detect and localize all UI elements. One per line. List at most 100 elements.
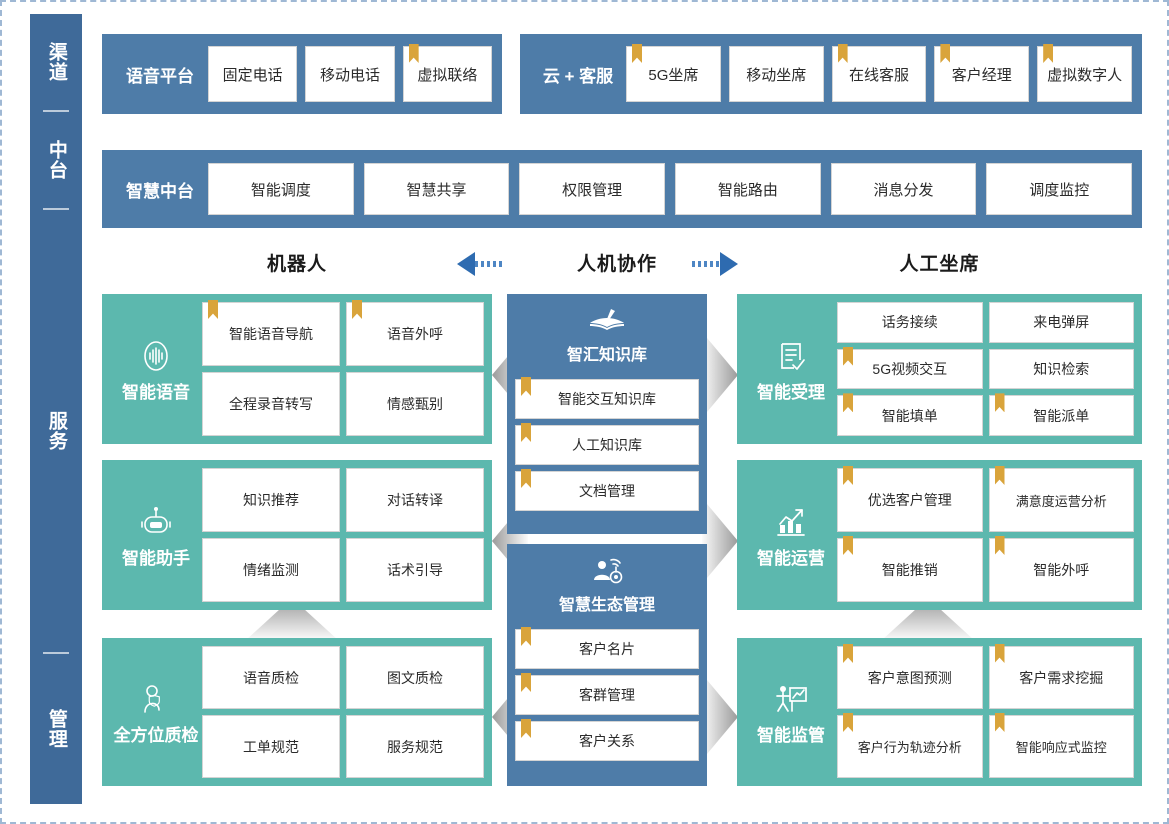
rail-divider-2 (43, 208, 69, 210)
channel-card-mobile-seat[interactable]: 移动坐席 (728, 46, 824, 102)
panel-smart-assistant-grid: 知识推荐 对话转译 情绪监测 话术引导 (202, 468, 484, 602)
card-smart-voice-navigation[interactable]: 智能语音导航 (202, 302, 340, 366)
card-smart-responsive-monitor[interactable]: 智能响应式监控 (988, 715, 1134, 778)
stack-smart-ecosystem-head: 智慧生态管理 (515, 552, 699, 623)
midend-card-list: 智能调度 智慧共享 权限管理 智能路由 消息分发 调度监控 (208, 163, 1133, 215)
card-emotion-recognition[interactable]: 情感甄别 (346, 372, 484, 436)
card-service-standard[interactable]: 服务规范 (346, 715, 484, 778)
card-customer-intent-prediction[interactable]: 客户意图预测 (837, 646, 983, 709)
cloud-service-card-list: 5G坐席 移动坐席 在线客服 客户经理 虚拟数字人 (626, 46, 1132, 102)
card-call-connection[interactable]: 话务接续 (837, 302, 983, 343)
form-check-icon (771, 336, 811, 376)
stack-layer-rail: 渠道 中台 服务 管理 (30, 14, 82, 804)
panel-smart-acceptance-title: 智能受理 (757, 382, 825, 402)
card-satisfaction-analysis[interactable]: 满意度运营分析 (988, 468, 1134, 532)
midend-card-message-dispatch[interactable]: 消息分发 (830, 163, 977, 215)
midend-card-smart-routing[interactable]: 智能路由 (675, 163, 821, 215)
midend-card-dispatch-monitor[interactable]: 调度监控 (986, 163, 1133, 215)
card-script-guidance[interactable]: 话术引导 (346, 538, 484, 602)
chevron-right-icon-2 (702, 498, 738, 584)
card-customer-group-mgmt[interactable]: 客群管理 (515, 675, 699, 715)
caret-up-icon-left (246, 598, 338, 640)
card-knowledge-recommendation[interactable]: 知识推荐 (202, 468, 340, 532)
rail-item-management[interactable]: 管理 (45, 709, 67, 749)
channel-voice-platform-band: 语音平台 固定电话 移动电话 虚拟联络 (102, 34, 502, 114)
card-document-management[interactable]: 文档管理 (515, 471, 699, 511)
presenter-chart-icon (771, 679, 811, 719)
robot-head-icon (136, 502, 176, 542)
card-5g-video-interaction[interactable]: 5G视频交互 (837, 348, 983, 390)
channel-card-online-service[interactable]: 在线客服 (831, 46, 927, 102)
card-smart-ticket-dispatch[interactable]: 智能派单 (988, 395, 1134, 436)
stack-smart-ecosystem: 智慧生态管理 客户名片 客群管理 客户关系 (507, 544, 707, 786)
caret-up-icon-right (882, 598, 974, 640)
panel-smart-assistant: 智能助手 知识推荐 对话转译 情绪监测 话术引导 (102, 460, 492, 610)
card-dialog-translation[interactable]: 对话转译 (346, 468, 484, 532)
card-customer-relationship[interactable]: 客户关系 (515, 721, 699, 761)
arrow-right-icon (674, 252, 738, 276)
panel-smart-supervision: 智能监管 客户意图预测 客户需求挖掘 客户行为轨迹分析 智能响应式监控 (737, 638, 1142, 786)
card-knowledge-search[interactable]: 知识检索 (988, 348, 1134, 390)
bar-chart-trend-icon (771, 502, 811, 542)
card-voice-outbound[interactable]: 语音外呼 (346, 302, 484, 366)
panel-full-quality-check-grid: 语音质检 图文质检 工单规范 服务规范 (202, 646, 484, 778)
card-manual-knowledge-base[interactable]: 人工知识库 (515, 425, 699, 465)
rail-item-midend[interactable]: 中台 (45, 140, 67, 180)
midend-band: 智慧中台 智能调度 智慧共享 权限管理 智能路由 消息分发 调度监控 (102, 150, 1142, 228)
card-customer-profile[interactable]: 客户名片 (515, 629, 699, 669)
cloud-service-title: 云 + 客服 (542, 66, 614, 86)
midend-card-smart-dispatch[interactable]: 智能调度 (208, 163, 354, 215)
channel-card-virtual-human[interactable]: 虚拟数字人 (1037, 46, 1132, 102)
panel-smart-operation-side: 智能运营 (745, 502, 837, 569)
panel-smart-assistant-side: 智能助手 (110, 502, 202, 569)
panel-full-quality-check-side: 全方位质检 (110, 679, 202, 746)
card-text-image-quality-check[interactable]: 图文质检 (346, 646, 484, 709)
channel-card-mobile-phone[interactable]: 移动电话 (305, 46, 395, 102)
stack-knowledge-base: 智汇知识库 智能交互知识库 人工知识库 文档管理 (507, 294, 707, 534)
panel-smart-supervision-side: 智能监管 (745, 679, 837, 746)
panel-smart-operation: 智能运营 优选客户管理 满意度运营分析 智能推销 智能外呼 (737, 460, 1142, 610)
panel-smart-supervision-title: 智能监管 (757, 725, 825, 745)
card-customer-demand-mining[interactable]: 客户需求挖掘 (988, 646, 1134, 709)
panel-full-quality-check: 全方位质检 语音质检 图文质检 工单规范 服务规范 (102, 638, 492, 786)
panel-smart-voice-grid: 智能语音导航 语音外呼 全程录音转写 情感甄别 (202, 302, 484, 436)
column-header-agent: 人工坐席 (899, 253, 980, 275)
channel-card-virtual-contact[interactable]: 虚拟联络 (402, 46, 492, 102)
panel-smart-operation-title: 智能运营 (757, 548, 825, 568)
panel-smart-voice: 智能语音 智能语音导航 语音外呼 全程录音转写 情感甄别 (102, 294, 492, 444)
card-full-recording-transcription[interactable]: 全程录音转写 (202, 372, 340, 436)
card-customer-behavior-analysis[interactable]: 客户行为轨迹分析 (837, 715, 983, 778)
card-smart-outbound-call[interactable]: 智能外呼 (988, 538, 1134, 602)
rail-item-service[interactable]: 服务 (45, 411, 67, 451)
arrow-left-icon (457, 252, 521, 276)
panel-smart-operation-grid: 优选客户管理 满意度运营分析 智能推销 智能外呼 (837, 468, 1134, 602)
card-smart-marketing[interactable]: 智能推销 (837, 538, 983, 602)
card-emotion-monitoring[interactable]: 情绪监测 (202, 538, 340, 602)
column-header-collaboration: 人机协作 (576, 253, 657, 275)
card-ticket-standard[interactable]: 工单规范 (202, 715, 340, 778)
midend-title: 智慧中台 (126, 181, 194, 201)
card-interactive-knowledge-base[interactable]: 智能交互知识库 (515, 379, 699, 419)
panel-smart-acceptance-grid: 话务接续 来电弹屏 5G视频交互 知识检索 智能填单 智能派单 (837, 302, 1134, 436)
channel-cloud-service-band: 云 + 客服 5G坐席 移动坐席 在线客服 客户经理 虚拟数字人 (520, 34, 1142, 114)
channel-card-account-manager[interactable]: 客户经理 (934, 46, 1030, 102)
panel-smart-voice-title: 智能语音 (122, 382, 190, 402)
channel-card-5g-seat[interactable]: 5G坐席 (626, 46, 721, 102)
panel-smart-voice-side: 智能语音 (110, 336, 202, 403)
card-smart-form-filling[interactable]: 智能填单 (837, 395, 983, 436)
card-voice-quality-check[interactable]: 语音质检 (202, 646, 340, 709)
card-preferred-customer-mgmt[interactable]: 优选客户管理 (837, 468, 983, 532)
panel-smart-acceptance: 智能受理 话务接续 来电弹屏 5G视频交互 知识检索 智能填单 智能派单 (737, 294, 1142, 444)
person-network-icon (586, 556, 628, 590)
rail-divider-1 (43, 110, 69, 112)
rail-item-channel[interactable]: 渠道 (45, 42, 67, 82)
channel-card-fixed-phone[interactable]: 固定电话 (208, 46, 298, 102)
rail-divider-3 (43, 652, 69, 654)
panel-full-quality-check-title: 全方位质检 (113, 725, 199, 745)
panel-smart-supervision-grid: 客户意图预测 客户需求挖掘 客户行为轨迹分析 智能响应式监控 (837, 646, 1134, 778)
person-shield-icon (136, 679, 176, 719)
card-incoming-call-popup[interactable]: 来电弹屏 (988, 302, 1134, 343)
midend-card-smart-sharing[interactable]: 智慧共享 (363, 163, 510, 215)
midend-card-permission-mgmt[interactable]: 权限管理 (519, 163, 666, 215)
